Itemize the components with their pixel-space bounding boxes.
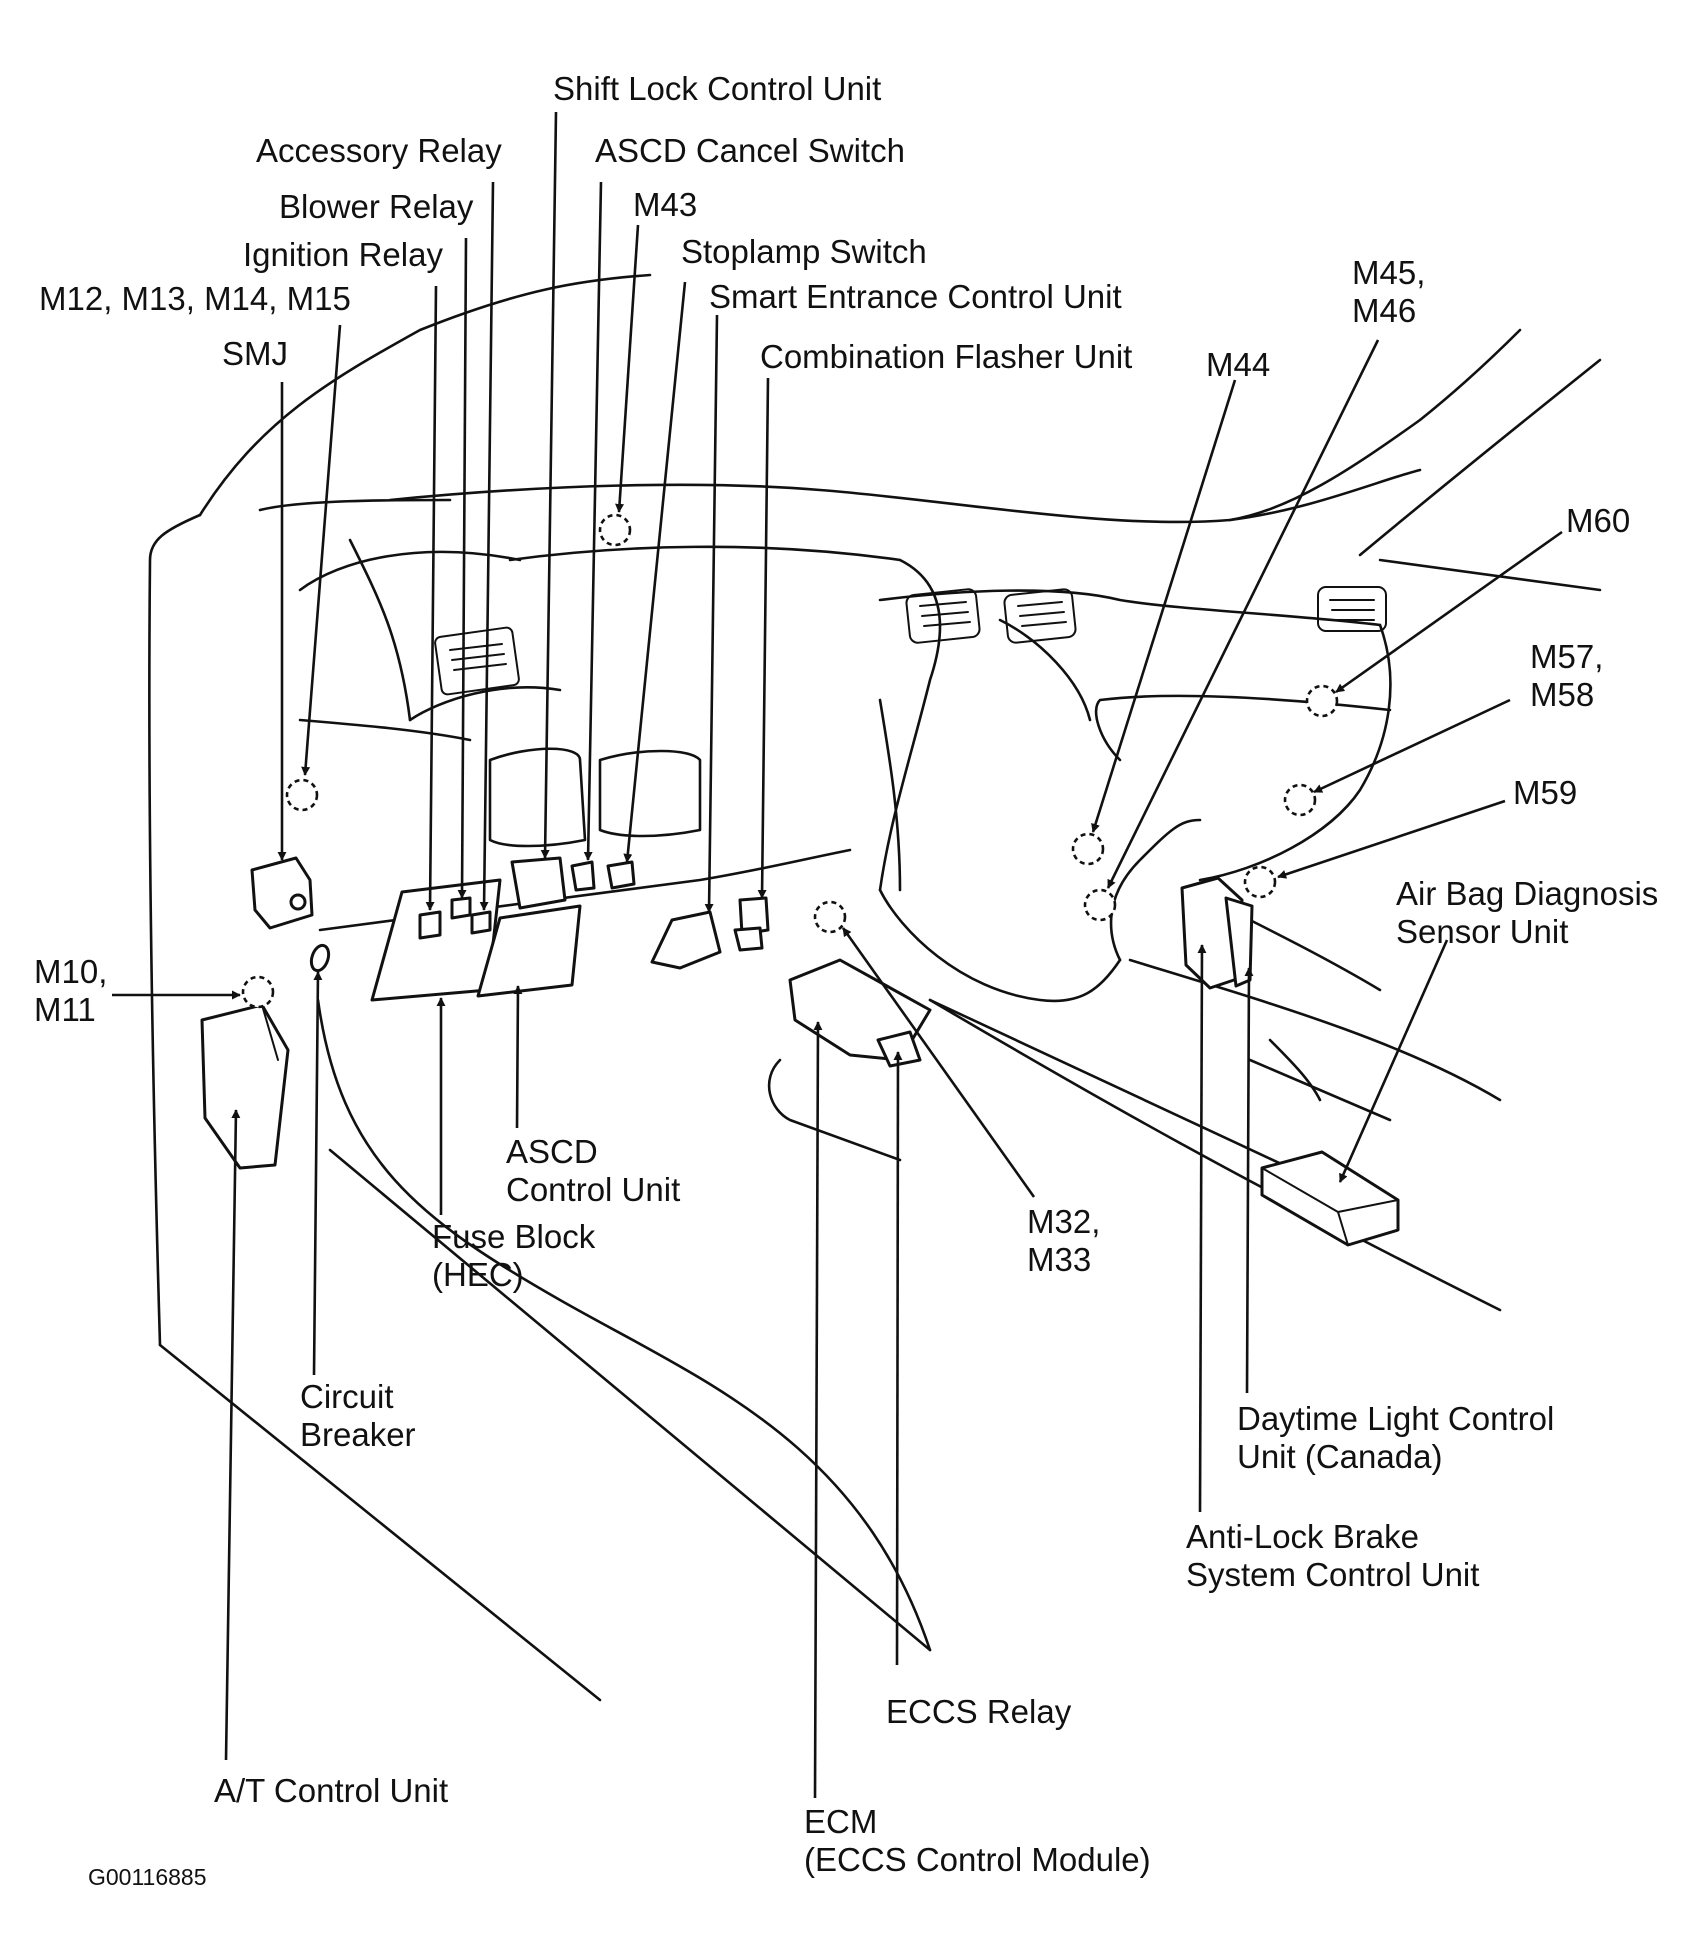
ascd-control-unit-box [476, 904, 582, 998]
label-m44: M44 [1206, 346, 1271, 383]
label-ecm: ECM(ECCS Control Module) [804, 1803, 1151, 1878]
smj-connector [250, 856, 314, 930]
label-m60: M60 [1566, 502, 1631, 539]
label-accessory-relay: Accessory Relay [256, 132, 502, 169]
dashboard-outline [148, 273, 1602, 1702]
figure-id: G00116885 [88, 1864, 207, 1890]
label-smart-entrance-control-unit: Smart Entrance Control Unit [709, 278, 1122, 315]
label-fuse-block-hec: Fuse Block(HEC) [432, 1218, 596, 1293]
label-m32-m33: M32,M33 [1027, 1203, 1101, 1278]
label-ascd-cancel-switch: ASCD Cancel Switch [595, 132, 905, 169]
label-m12-m15: M12, M13, M14, M15 [39, 280, 351, 317]
label-m45-m46: M45,M46 [1352, 254, 1426, 329]
label-m59: M59 [1513, 774, 1578, 811]
label-blower-relay: Blower Relay [279, 188, 474, 225]
smart-entrance-box [650, 910, 722, 970]
label-m57-m58: M57,M58 [1530, 638, 1604, 713]
label-stoplamp-switch: Stoplamp Switch [681, 233, 927, 270]
label-eccs-relay: ECCS Relay [886, 1693, 1072, 1730]
at-control-unit-box [200, 1003, 290, 1170]
leader-arrows [112, 111, 1563, 1799]
components [200, 856, 1400, 1247]
air-bag-sensor-box [1260, 1150, 1400, 1247]
circuit-breaker-part [309, 943, 331, 973]
connector-markers [241, 513, 1339, 1009]
label-smj: SMJ [222, 335, 288, 372]
label-m43: M43 [633, 186, 698, 223]
label-combination-flasher-unit: Combination Flasher Unit [760, 338, 1133, 375]
label-at-control-unit: A/T Control Unit [214, 1772, 449, 1809]
label-ignition-relay: Ignition Relay [243, 236, 443, 273]
label-shift-lock-control-unit: Shift Lock Control Unit [553, 70, 882, 107]
label-m10-m11: M10,M11 [34, 953, 108, 1028]
